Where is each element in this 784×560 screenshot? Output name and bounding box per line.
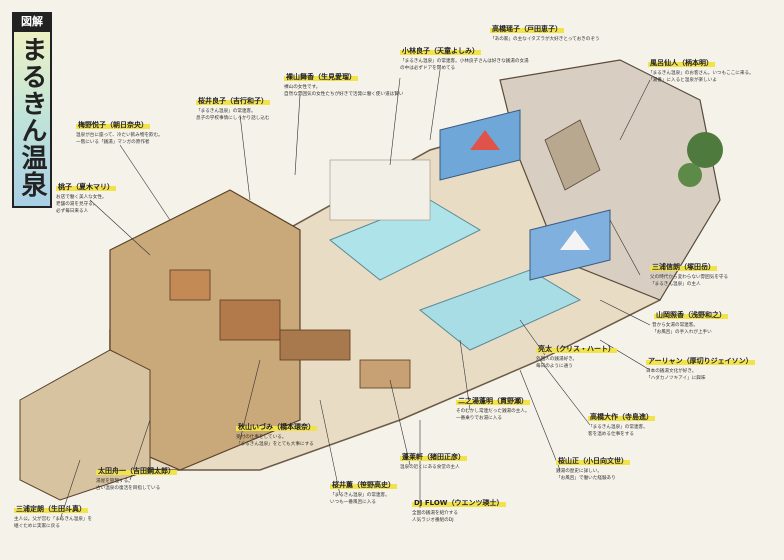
character-label-furoyama-maika: 裸山舞香（生見愛瑠） [284,72,358,82]
character-name: 蓬莱軒（猪田正彦） [400,453,467,461]
character-label-furuyama-tadashi: 桜山正（小日向文世） [556,456,630,466]
title-tag: 図解 [12,12,52,32]
character-label-fuzoku-sennin: 風呂仙人（柄本明） [648,58,715,68]
character-description: 昔から女湯の常連客。 「お風呂」の手入れが上手い [652,323,712,335]
character-label-toko: 桃子（夏木マリ） [56,182,116,192]
character-description: 「まるきん温泉」のお客さん。いつもここに来る。 「湯番」に入ると温泉が楽しいよ [648,71,754,83]
character-name: 小林良子（天童よしみ） [400,47,481,55]
character-label-sakurai-ryoko: 桜井良子（吉行和子） [196,96,270,106]
character-label-kobayashi: 小林良子（天童よしみ） [400,46,481,56]
character-name: 桜井良子（吉行和子） [196,97,270,105]
character-description: 「まるきん温泉」の常連客。 客を温める仕事をする [588,425,648,437]
character-label-tsukino-etsuko: 梅野悦子（朝日奈央） [76,120,150,130]
character-label-ryota: 亮太（クリス・ハート） [536,344,617,354]
character-name: 裸山舞香（生見愛瑠） [284,73,358,81]
character-label-aryan: アーリャン（厚切りジェイソン） [646,356,755,366]
character-description: 外国人の銭湯好き。 毎日のように通う [536,357,578,369]
character-label-takahashi-daisaku: 高橋大作（寺島進） [588,412,655,422]
character-label-ota: 太田舟一（吉田鋼太郎） [96,466,177,476]
character-name: 秋山いづみ（橋本環奈） [236,423,317,431]
character-label-miura-kenji: 三浦定朗（生田斗真） [14,504,88,514]
character-description: 「あの家」の主なイタズラが大好きとっておきのぞう [490,37,600,42]
character-label-horaiken: 蓬莱軒（猪田正彦） [400,452,467,462]
character-name: 三浦定朗（生田斗真） [14,505,88,513]
character-description: 主人公。父が営む「まるきん温泉」を 継ぐために実家に戻る [14,517,93,529]
character-label-akiyama-izumi: 秋山いづみ（橋本環奈） [236,422,317,432]
character-description: 温泉の近くにある食堂の主人 [400,465,460,470]
character-description: 「まるきん温泉」の常連客。 いつも一番風呂に入る [330,493,390,505]
character-label-miura-noriaki: 三浦信朗（塚田岳） [650,262,717,272]
character-name: 桜井薫（笹野高史） [330,481,397,489]
character-name: 高橋瑶子（戸田恵子） [490,25,564,33]
character-label-yamaoka: 山岡照香（浅野和之） [654,310,728,320]
character-label-dj-flow: DJ FLOW（ウエンツ瑛士） [412,498,506,508]
character-name: 高橋大作（寺島進） [588,413,655,421]
character-label-ninomiya: 二之湯蓬明（貫野瀬） [456,396,530,406]
character-description: 「まるきん温泉」の常連客。小林良子さんは好きな銭湯の女湯の中は必ずドアを閉めてる [400,59,529,71]
character-description: 温泉が台に座って、冷たい飲み物を飲む。 一階にいる「銭湯」マンガの原作者 [76,133,163,145]
character-name: アーリャン（厚切りジェイソン） [646,357,755,365]
character-name: DJ FLOW（ウエンツ瑛士） [412,499,506,507]
character-description: 銭湯の歴史に詳しい。 「お風呂」で働いた経験あり [556,469,616,481]
character-name: 桃子（夏木マリ） [56,183,116,191]
character-label-takahashi-yoko: 高橋瑶子（戸田恵子） [490,24,564,34]
character-description: お店で働く美人な女性。 老舗の湯を見守る。 必ず毎日来る人 [56,195,107,214]
character-name: 太田舟一（吉田鋼太郎） [96,467,177,475]
character-name: 三浦信朗（塚田岳） [650,263,717,271]
character-description: 湯屋を管理する。 古い温泉の復活を目指している [96,479,161,491]
character-label-sakurai-kaoru: 桜井薫（笹野高史） [330,480,397,490]
character-name: 梅野悦子（朝日奈央） [76,121,150,129]
character-name: 山岡照香（浅野和之） [654,311,728,319]
character-description: 日本の銭湯文化が好き。 「ハダカノツキアイ」に興味 [646,369,706,381]
character-description: 裸山の女性です。 自然な雰囲気の女性たちが好きで活発に働く使い道は賢い [284,85,404,97]
character-name: 亮太（クリス・ハート） [536,345,617,353]
title-panel [12,12,52,208]
character-description: 全国の銭湯を紹介する 人気ラジオ番組のDJ [412,511,458,523]
character-name: 桜山正（小日向文世） [556,457,630,465]
character-description: 受付の仕事をしている。 「まるきん温泉」をとても大事にする [236,435,314,447]
character-description: 父の時代から変わらない雰囲気を守る 「まるきん温泉」の主人 [650,275,729,287]
character-description: そのむかし常連だった銭湯の主人。 一番乗りでお湯に入る [456,409,530,421]
character-description: 「まるきん温泉」の常連客。 息子の学校事情にしっかり話し込む [196,109,270,121]
character-name: 二之湯蓬明（貫野瀬） [456,397,530,405]
character-name: 風呂仙人（柄本明） [648,59,715,67]
poster-title: まるきん温泉 [17,36,47,198]
